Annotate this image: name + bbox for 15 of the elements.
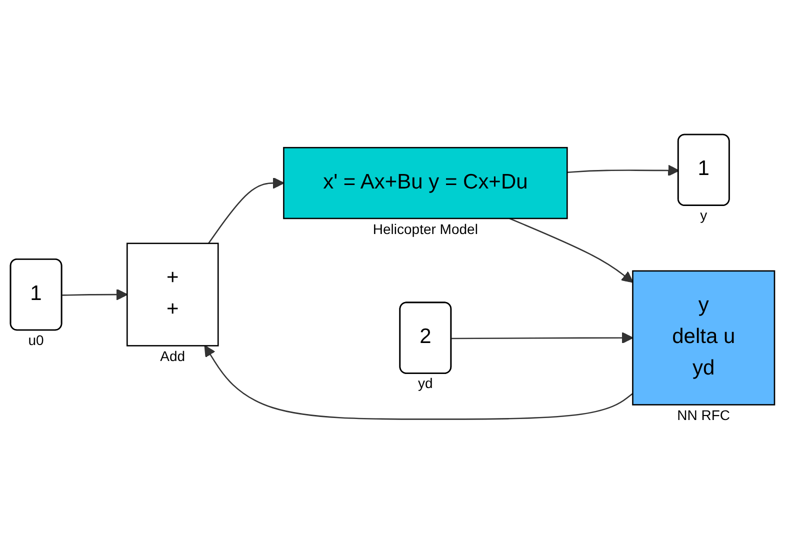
arrow: [62, 288, 128, 300]
arrow: [452, 332, 634, 344]
arrow: [509, 218, 634, 283]
node-box: + +: [126, 242, 219, 347]
node-box: x' = Ax+Bu y = Cx+Du: [283, 147, 568, 220]
arrow: [208, 177, 284, 244]
block-caption: yd: [418, 375, 433, 392]
block-caption: u0: [28, 332, 44, 348]
block-caption: y: [700, 207, 708, 224]
arrow: [567, 164, 680, 176]
block-caption: Add: [160, 348, 186, 364]
block-caption: Helicopter Model: [372, 220, 478, 237]
node-box: y delta u yd: [632, 270, 776, 406]
block-caption: NN RFC: [677, 406, 730, 423]
arrow: [204, 345, 634, 420]
